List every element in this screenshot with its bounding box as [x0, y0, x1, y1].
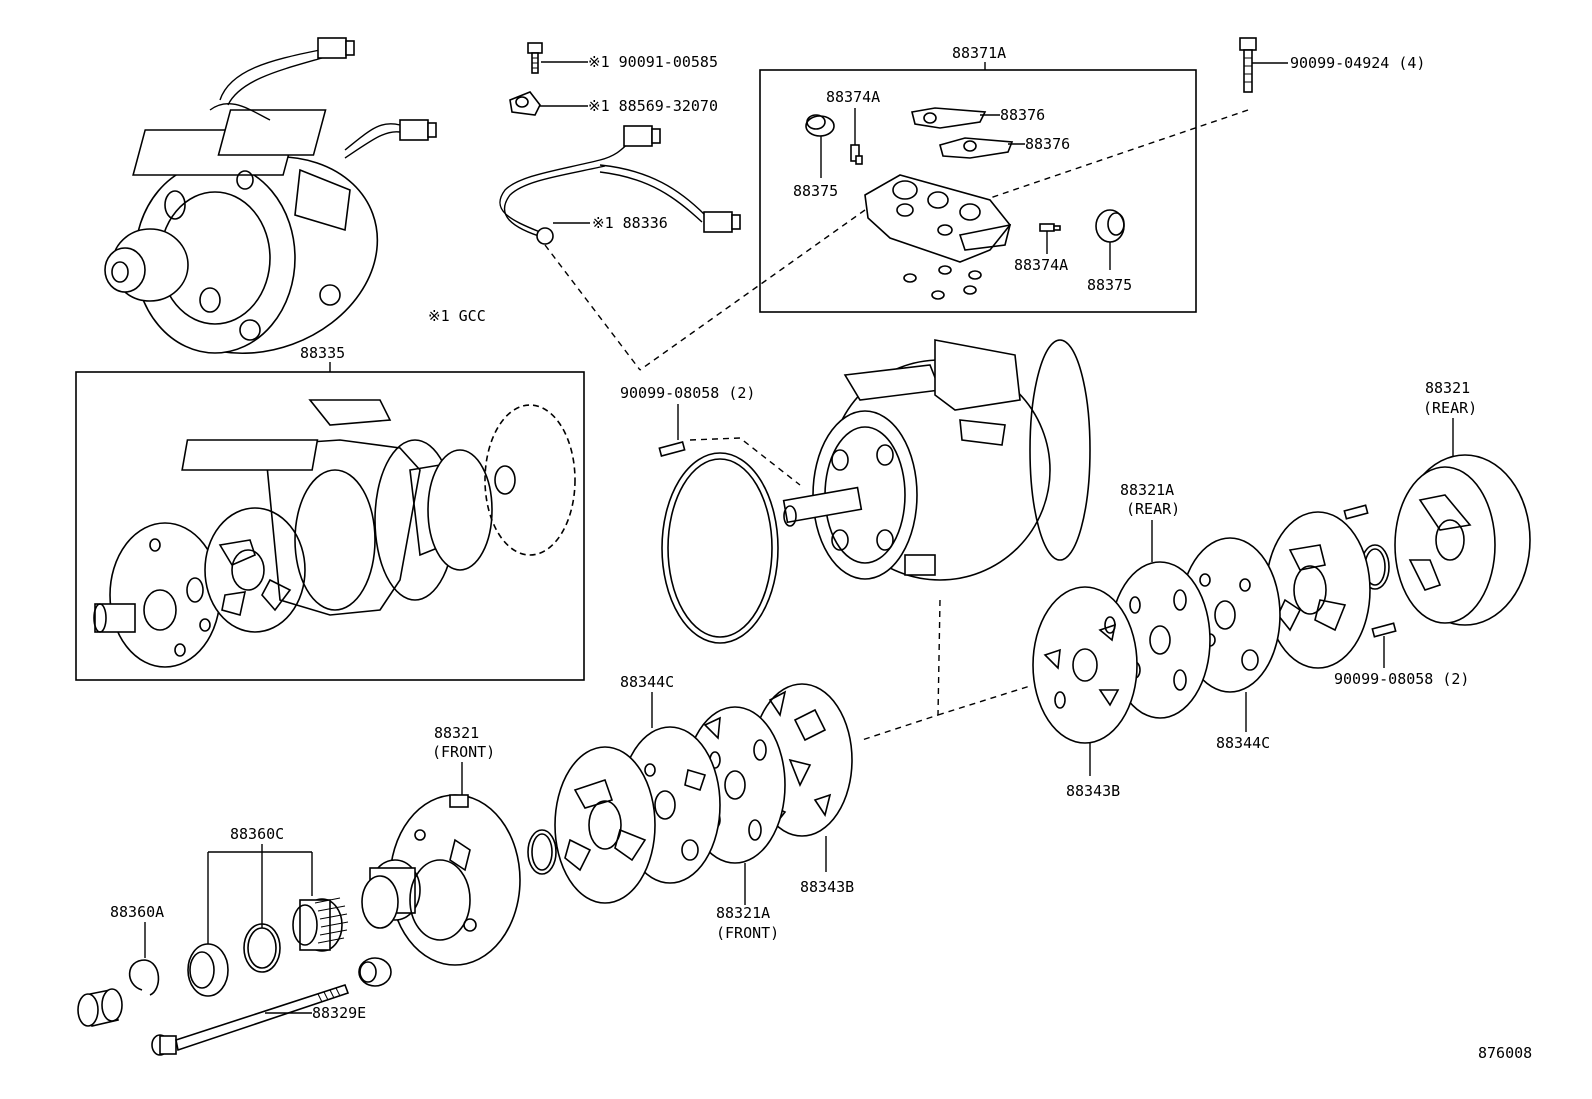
label-88569-32070: ※1 88569-32070: [588, 97, 718, 115]
o-ring-front-drawing: [527, 829, 557, 875]
label-90099-08058-right: 90099-08058 (2): [1334, 670, 1469, 688]
box-88335: [75, 371, 585, 681]
compressor-body-88335-drawing: [93, 399, 576, 668]
label-88360C: 88360C: [230, 825, 284, 843]
label-88343B-right: 88343B: [1066, 782, 1120, 800]
pin-rear-upper-drawing: [1343, 504, 1369, 520]
gasket-88343B-right-drawing: [1032, 586, 1138, 744]
snap-ring-88360A-drawing: [128, 959, 160, 996]
compressor-shaft-body-drawing: [782, 339, 1091, 581]
pin-90099-08058-top-drawing: [658, 441, 686, 457]
label-88360A: 88360A: [110, 903, 164, 921]
seal-ring-88360C-drawing: [243, 923, 281, 973]
label-88376-b: 88376: [1025, 135, 1070, 153]
label-88336: ※1 88336: [592, 214, 668, 232]
o-ring-large-drawing: [661, 452, 779, 644]
front-head-88321-drawing: [361, 794, 521, 966]
control-valve-88371A-drawing: [864, 174, 1012, 300]
compressor-assembly-drawing: [104, 37, 437, 355]
label-88371A: 88371A: [952, 44, 1006, 62]
bushing-right-drawing: [358, 957, 392, 987]
label-88321-rear: 88321: [1425, 379, 1470, 397]
label-88321A-rear-sub: (REAR): [1126, 500, 1180, 518]
lever-88376-a-drawing: [911, 107, 987, 129]
plug-88375-left-drawing: [805, 114, 835, 137]
box-88371A: [759, 69, 1197, 313]
label-88375-right: 88375: [1087, 276, 1132, 294]
label-88375-left: 88375: [793, 182, 838, 200]
label-88321A-rear: 88321A: [1120, 481, 1174, 499]
label-90091-00585: ※1 90091-00585: [588, 53, 718, 71]
label-88329E: 88329E: [312, 1004, 366, 1022]
label-90099-04924: 90099-04924 (4): [1290, 54, 1425, 72]
label-88321A-front-sub: (FRONT): [716, 924, 779, 942]
lever-88376-b-drawing: [939, 137, 1014, 159]
label-88374A-right: 88374A: [1014, 256, 1068, 274]
label-88344C-right: 88344C: [1216, 734, 1270, 752]
pin-88374A-top-drawing: [850, 144, 863, 165]
label-88321-front-sub: (FRONT): [432, 743, 495, 761]
bolt-90099-04924-drawing: [1239, 37, 1257, 93]
label-88376-a: 88376: [1000, 106, 1045, 124]
seal-seat-88360C-drawing: [187, 943, 229, 997]
clamp-88569-32070-drawing: [509, 91, 541, 116]
sensor-harness-88336-drawing: [499, 125, 741, 245]
figure-number: 876008: [1478, 1044, 1532, 1062]
gasket-front-drawing: [554, 746, 656, 904]
label-88344C-left: 88344C: [620, 673, 674, 691]
label-88335: 88335: [300, 344, 345, 362]
gasket-rear-drawing: [1265, 511, 1371, 669]
label-88343B-left: 88343B: [800, 878, 854, 896]
bolt-90091-00585-drawing: [527, 42, 543, 74]
bushing-left-drawing: [77, 988, 123, 1027]
label-88374A-top: 88374A: [826, 88, 880, 106]
pin-rear-lower-drawing: [1371, 622, 1397, 638]
label-90099-08058-top: 90099-08058 (2): [620, 384, 755, 402]
through-bolt-88329E-drawing: [151, 984, 350, 1056]
plug-88375-right-drawing: [1095, 209, 1125, 243]
label-88321-rear-sub: (REAR): [1423, 399, 1477, 417]
footnote-gcc: ※1 GCC: [428, 307, 486, 325]
label-88321-front: 88321: [434, 724, 479, 742]
pin-88374A-right-drawing: [1039, 223, 1061, 232]
label-88321A-front: 88321A: [716, 904, 770, 922]
rear-head-88321-drawing: [1394, 454, 1531, 626]
shaft-seal-88360C-drawing: [292, 897, 349, 952]
